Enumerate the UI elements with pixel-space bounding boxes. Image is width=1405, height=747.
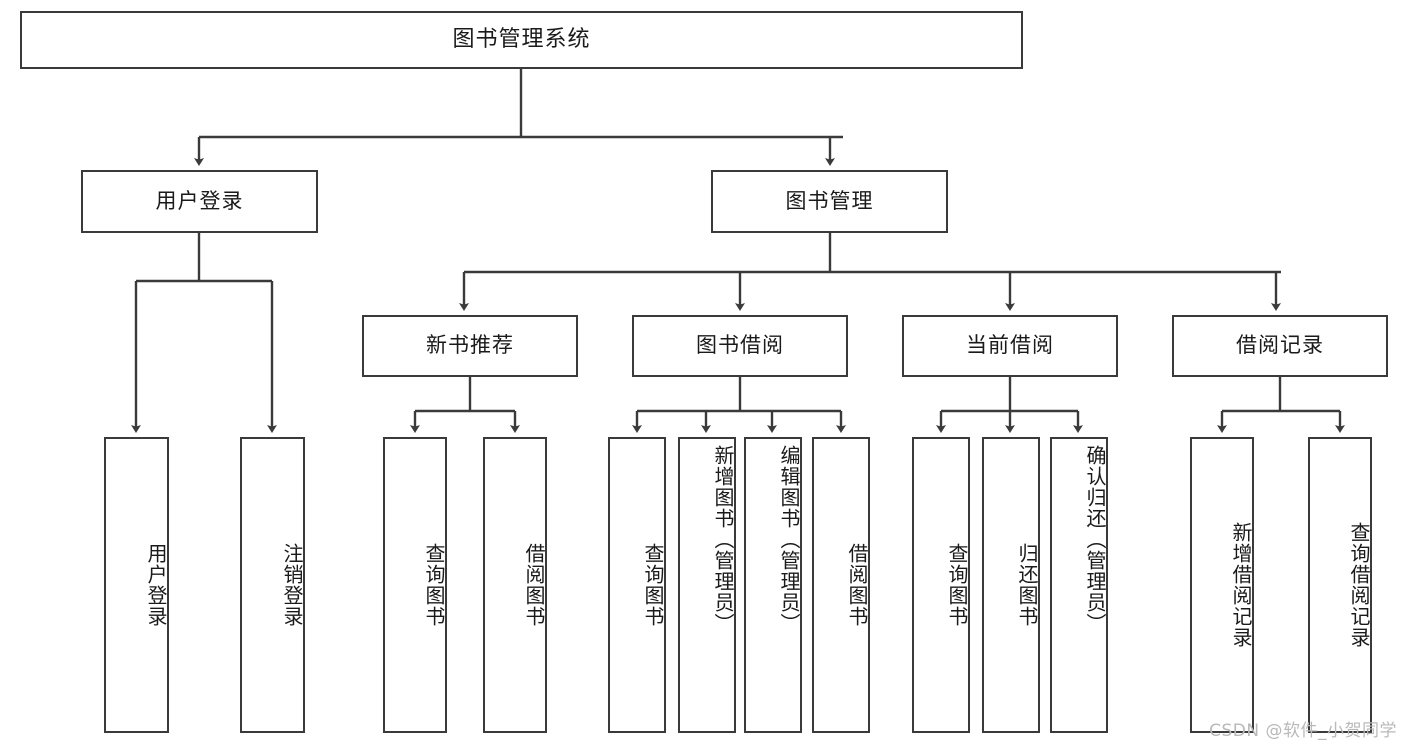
node-leaf-add-book-label: 新增图书（管理员）: [711, 445, 735, 634]
node-user-login[interactable]: 用户登录: [81, 170, 318, 233]
node-new-book-recommend[interactable]: 新书推荐: [362, 315, 578, 377]
node-leaf-logout-login-label: 注销登录: [280, 543, 304, 627]
node-leaf-return-book[interactable]: 归还图书: [982, 437, 1040, 733]
node-leaf-edit-book-label: 编辑图书（管理员）: [777, 445, 801, 634]
node-leaf-borrow-book-1-label: 借阅图书: [522, 543, 546, 627]
node-leaf-query-book-3[interactable]: 查询图书: [912, 437, 970, 733]
node-root-label: 图书管理系统: [452, 26, 591, 52]
node-leaf-add-record-label: 新增借阅记录: [1229, 522, 1253, 648]
node-leaf-logout-login[interactable]: 注销登录: [240, 437, 305, 733]
node-leaf-query-book-1[interactable]: 查询图书: [383, 437, 447, 733]
node-book-manage[interactable]: 图书管理: [711, 170, 948, 233]
node-leaf-query-book-1-label: 查询图书: [422, 543, 446, 627]
node-leaf-query-book-3-label: 查询图书: [945, 543, 969, 627]
node-borrow-record[interactable]: 借阅记录: [1172, 315, 1388, 377]
node-leaf-user-login[interactable]: 用户登录: [104, 437, 169, 733]
node-leaf-add-book[interactable]: 新增图书（管理员）: [678, 437, 736, 733]
node-leaf-return-book-label: 归还图书: [1015, 543, 1039, 627]
node-leaf-borrow-book-2[interactable]: 借阅图书: [812, 437, 870, 733]
node-leaf-borrow-book-1[interactable]: 借阅图书: [483, 437, 547, 733]
node-leaf-query-record[interactable]: 查询借阅记录: [1308, 437, 1372, 733]
node-leaf-borrow-book-2-label: 借阅图书: [845, 543, 869, 627]
node-book-borrow-label: 图书借阅: [696, 333, 784, 358]
node-leaf-add-record[interactable]: 新增借阅记录: [1190, 437, 1254, 733]
node-current-borrow[interactable]: 当前借阅: [902, 315, 1118, 377]
node-leaf-confirm-return[interactable]: 确认归还（管理员）: [1050, 437, 1108, 733]
node-book-manage-label: 图书管理: [785, 188, 874, 213]
node-borrow-record-label: 借阅记录: [1236, 333, 1324, 358]
node-book-borrow[interactable]: 图书借阅: [632, 315, 848, 377]
node-leaf-user-login-label: 用户登录: [144, 543, 168, 627]
csdn-watermark: CSDN @软件_小贺同学: [1209, 721, 1397, 741]
node-leaf-query-book-2-label: 查询图书: [641, 543, 665, 627]
node-new-book-recommend-label: 新书推荐: [426, 333, 514, 358]
node-current-borrow-label: 当前借阅: [966, 333, 1054, 358]
node-leaf-query-record-label: 查询借阅记录: [1347, 522, 1371, 648]
node-root[interactable]: 图书管理系统: [20, 11, 1023, 69]
node-leaf-query-book-2[interactable]: 查询图书: [608, 437, 666, 733]
node-user-login-label: 用户登录: [155, 188, 244, 213]
node-leaf-edit-book[interactable]: 编辑图书（管理员）: [744, 437, 802, 733]
node-leaf-confirm-return-label: 确认归还（管理员）: [1083, 445, 1107, 634]
